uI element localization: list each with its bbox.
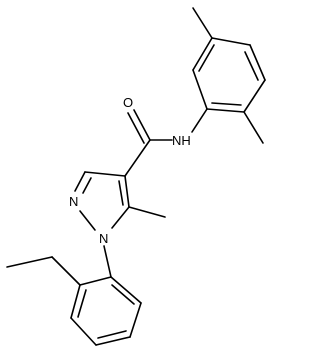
carbonyl-double-bond (133, 109, 151, 141)
bond (97, 330, 127, 339)
bond (118, 180, 124, 206)
pyrazole-ring (74, 171, 130, 231)
ethylphenyl-ring (70, 276, 142, 346)
carbonyl-double-bond-inner (127, 112, 145, 144)
bond (211, 37, 251, 46)
bond (192, 37, 213, 71)
bond (243, 79, 266, 113)
bond (110, 276, 142, 304)
bond (82, 177, 92, 194)
bond (111, 284, 135, 305)
amide-nitrogen-label: NH (172, 133, 191, 148)
ethyl-bond-2 (6, 256, 53, 268)
methyl-bond-ortho (243, 111, 264, 144)
n-aryl-bond (103, 245, 112, 278)
molecule-structure: O NH N N (6, 7, 266, 346)
bond (192, 69, 208, 110)
carbonyl-oxygen-label: O (123, 95, 133, 110)
bond (249, 44, 266, 81)
carbonyl-pyrazole-bond (124, 139, 151, 177)
aryl-nh-bond (191, 108, 208, 133)
bond (79, 276, 112, 286)
bond (244, 51, 259, 81)
bond (70, 284, 81, 319)
pyrazole-n2-label: N (69, 194, 78, 209)
bond (124, 175, 130, 208)
ethyl-bond-1 (51, 256, 81, 286)
bond (95, 336, 131, 346)
bond (77, 289, 87, 318)
bond (74, 171, 86, 192)
molecule-canvas: O NH N N (6, 7, 266, 346)
bond (79, 210, 96, 231)
pyrazole-methyl-bond (128, 206, 166, 218)
bond (198, 44, 215, 72)
methyl-bond-top (192, 7, 213, 39)
bond (70, 317, 97, 346)
bond (111, 206, 130, 229)
bond (211, 102, 242, 106)
bond (206, 108, 245, 113)
bond (129, 302, 142, 338)
dimethylphenyl-ring (192, 37, 266, 113)
bond (84, 171, 126, 177)
pyrazole-n1-label: N (99, 231, 108, 246)
